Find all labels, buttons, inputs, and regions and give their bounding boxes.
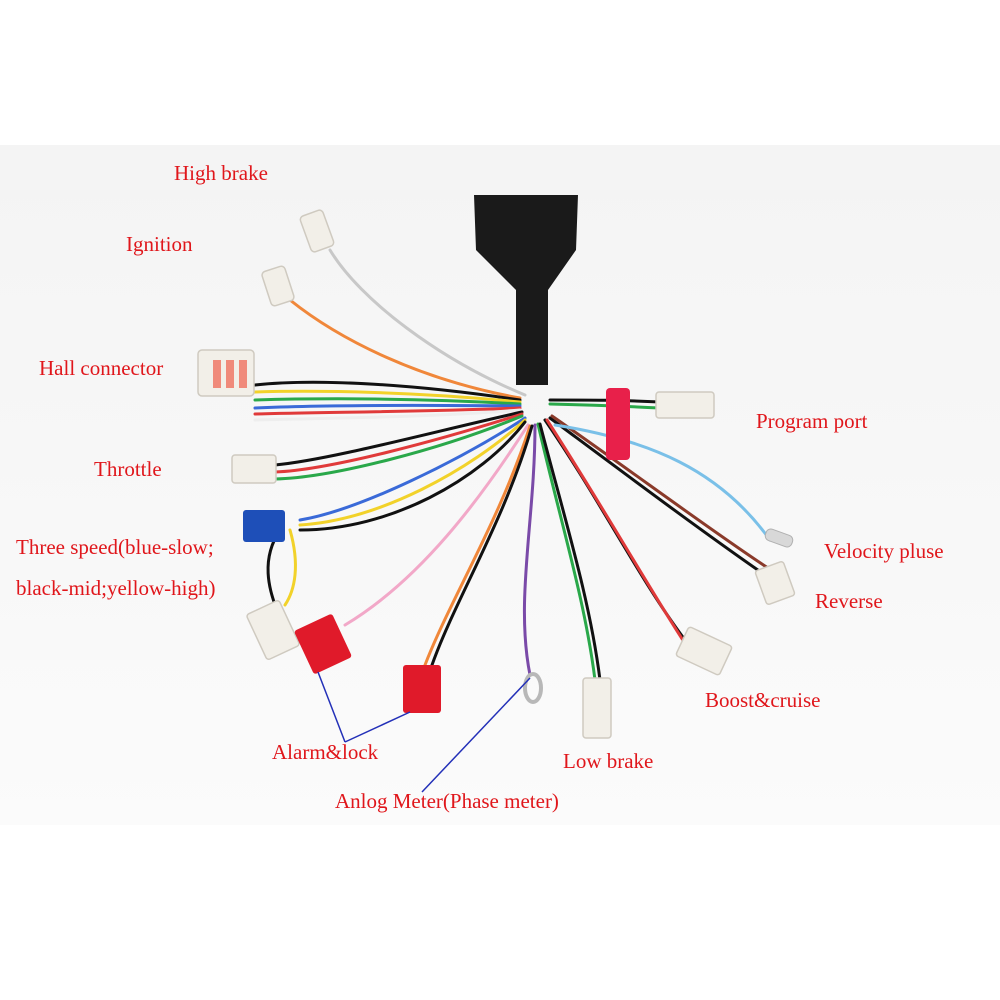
high-brake-connector <box>299 209 335 253</box>
wire-alarm-2 <box>423 424 532 667</box>
label-throttle: Throttle <box>94 457 162 481</box>
wire-hall-6 <box>253 408 522 422</box>
wire-reverse-1 <box>548 416 767 577</box>
main-connector-body <box>474 195 578 385</box>
label-low-brake: Low brake <box>563 749 654 773</box>
wire-program-1 <box>548 398 662 404</box>
wire-hall-1 <box>253 380 522 402</box>
low-brake-connector <box>582 677 612 739</box>
wire-low-brake-2 <box>538 422 602 682</box>
wire-alarm-3 <box>430 424 534 667</box>
wire-hall-2 <box>253 389 522 404</box>
label-velocity-pulse: Velocity pluse <box>824 539 944 563</box>
wire-velocity <box>553 423 772 542</box>
wire-boost-2 <box>545 418 690 650</box>
label-high-brake: High brake <box>174 161 268 185</box>
program-port-connector <box>655 391 715 419</box>
wire-speed-to-plug-2 <box>283 528 297 607</box>
program-port-red-sleeve <box>606 388 630 460</box>
three-speed-white-connector <box>246 599 300 661</box>
wire-meter <box>522 423 537 677</box>
label-alarm-lock: Alarm&lock <box>272 740 379 764</box>
label-three-speed-line2: black-mid;yellow-high) <box>16 576 216 600</box>
boost-cruise-connector <box>675 626 733 676</box>
pointer-meter-to-terminal <box>421 677 531 793</box>
velocity-pulse-terminal <box>764 528 794 548</box>
alarm-lock-red-connector-2 <box>403 665 441 713</box>
wire-hall-3 <box>253 397 522 406</box>
label-three-speed-line1: Three speed(blue-slow; <box>16 535 214 559</box>
wire-high-brake <box>328 248 527 397</box>
wire-ignition <box>288 298 522 400</box>
label-ignition: Ignition <box>126 232 193 256</box>
pointer-alarm-to-plug-1 <box>317 671 346 743</box>
wire-hall-4 <box>253 403 522 410</box>
three-speed-blue-connector <box>243 510 285 542</box>
wire-low-brake-1 <box>536 422 597 682</box>
wire-throttle-3 <box>273 414 524 481</box>
label-program-port: Program port <box>756 409 868 433</box>
wire-reverse-2 <box>550 414 770 570</box>
label-boost-cruise: Boost&cruise <box>705 688 821 712</box>
label-hall-connector: Hall connector <box>39 356 164 380</box>
wire-speed-blue <box>298 416 527 522</box>
label-reverse: Reverse <box>815 589 883 613</box>
alarm-lock-red-connector-1 <box>294 614 352 674</box>
ignition-connector <box>261 265 295 307</box>
wire-alarm-1 <box>343 423 530 627</box>
wire-program-2 <box>548 402 662 410</box>
wire-speed-yellow <box>298 418 527 527</box>
wire-throttle-1 <box>273 410 524 467</box>
wire-hall-5 <box>253 406 522 416</box>
reverse-connector <box>754 561 796 605</box>
wire-speed-black <box>298 420 527 532</box>
pointer-alarm-to-plug-2 <box>344 711 411 743</box>
throttle-connector <box>231 454 277 484</box>
label-analog-meter: Anlog Meter(Phase meter) <box>335 789 559 813</box>
wire-throttle-2 <box>273 412 524 474</box>
analog-meter-ring-terminal <box>523 672 543 704</box>
hall-connector-plug <box>197 349 255 397</box>
